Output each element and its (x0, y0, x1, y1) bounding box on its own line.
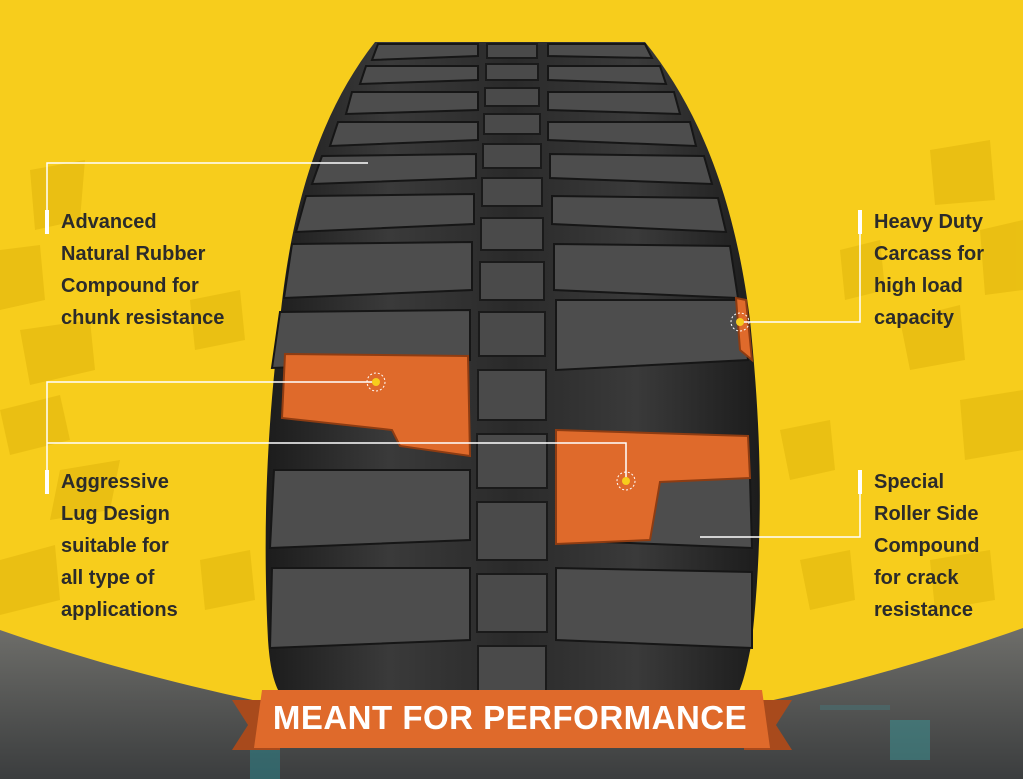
callout-line: for crack (874, 567, 959, 589)
callout-bar (858, 210, 862, 234)
callout-line: capacity (874, 307, 955, 329)
callout-natural-rubber: Advanced Natural Rubber Compound for chu… (45, 206, 224, 334)
callout-line: high load (874, 275, 963, 297)
callout-roller-side: Special Roller Side Compound for crack r… (858, 466, 980, 626)
callout-line: chunk resistance (61, 307, 225, 329)
callout-line: resistance (874, 599, 973, 621)
callout-bar (45, 470, 49, 494)
callout-heavy-duty: Heavy Duty Carcass for high load capacit… (858, 206, 984, 334)
callout-line: Aggressive (61, 471, 169, 493)
callout-line: Compound for (61, 275, 199, 297)
callout-line: Roller Side (874, 503, 979, 525)
callout-line: Carcass for (874, 243, 985, 265)
callout-bar (45, 210, 49, 234)
callout-line: applications (61, 599, 178, 621)
callout-line: suitable for (61, 535, 169, 557)
callout-line: all type of (61, 567, 155, 589)
callout-line: Lug Design (61, 503, 170, 525)
banner-title: MEANT FOR PERFORMANCE (272, 699, 748, 736)
callout-line: Natural Rubber (61, 243, 206, 265)
callout-line: Heavy Duty (874, 211, 983, 233)
callout-line: Compound (874, 535, 980, 557)
callout-bar (858, 470, 862, 494)
callout-line: Advanced (61, 211, 157, 233)
callout-line: Special (874, 471, 945, 493)
callout-lug-design: Aggressive Lug Design suitable for all t… (45, 466, 178, 626)
